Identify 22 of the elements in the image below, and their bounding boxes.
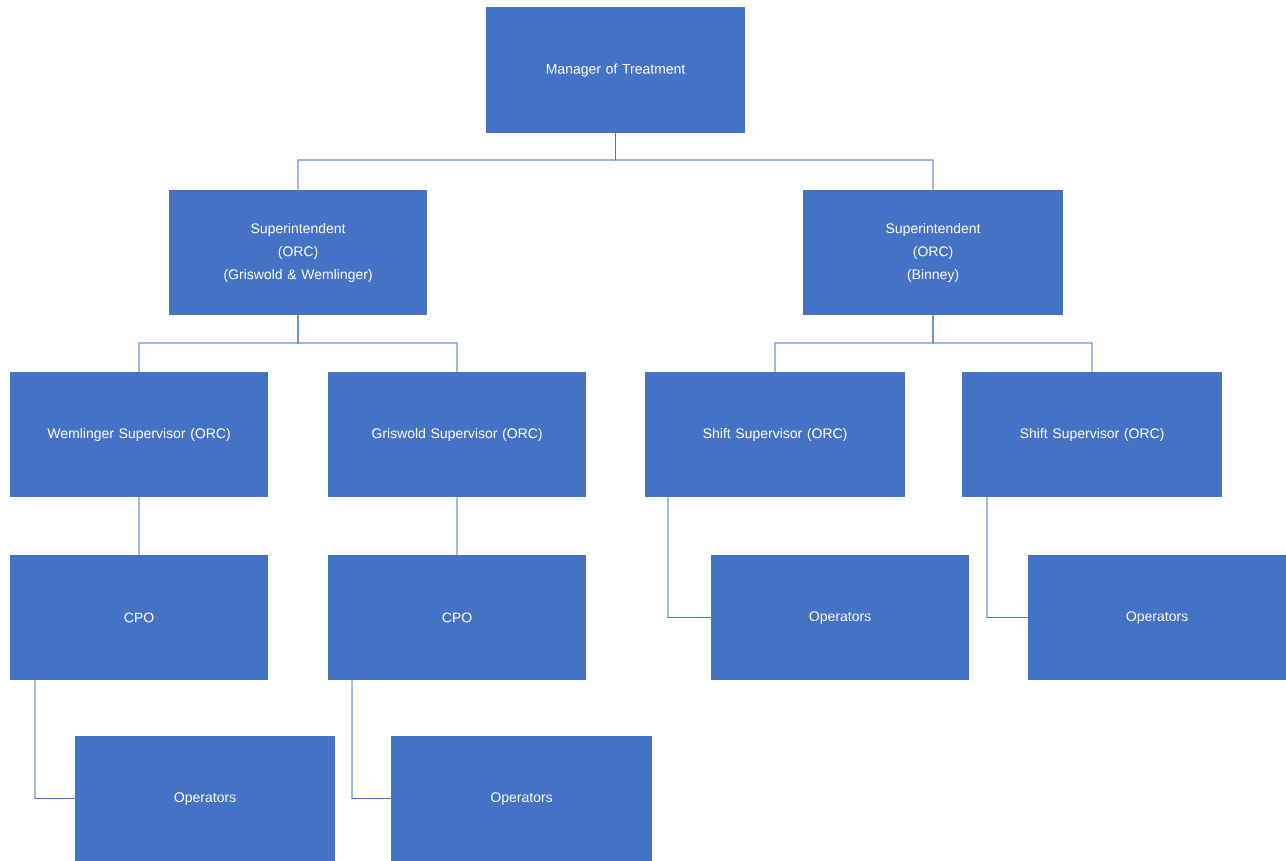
- org-box: Shift Supervisor (ORC): [962, 372, 1222, 497]
- connector-line: [667, 496, 712, 618]
- org-box: Griswold Supervisor (ORC): [328, 372, 586, 497]
- org-box: Shift Supervisor (ORC): [645, 372, 905, 497]
- connector-line: [34, 679, 76, 799]
- org-box: Superintendent (ORC) (Binney): [803, 190, 1063, 315]
- connector-line: [615, 132, 934, 191]
- connector-line: [986, 496, 1029, 618]
- connector-line: [932, 314, 1093, 373]
- org-box: Operators: [75, 736, 335, 861]
- connector-line: [351, 679, 392, 799]
- org-box: CPO: [328, 555, 586, 680]
- connector-line: [456, 496, 458, 556]
- org-box: Operators: [391, 736, 652, 861]
- org-box: Manager of Treatment: [486, 7, 745, 133]
- connector-line: [297, 314, 458, 373]
- connector-line: [138, 496, 140, 556]
- org-box: Wemlinger Supervisor (ORC): [10, 372, 268, 497]
- org-box: Operators: [711, 555, 969, 680]
- org-box: CPO: [10, 555, 268, 680]
- org-box: Operators: [1028, 555, 1286, 680]
- org-box: Superintendent (ORC) (Griswold & Wemlinger): [169, 190, 427, 315]
